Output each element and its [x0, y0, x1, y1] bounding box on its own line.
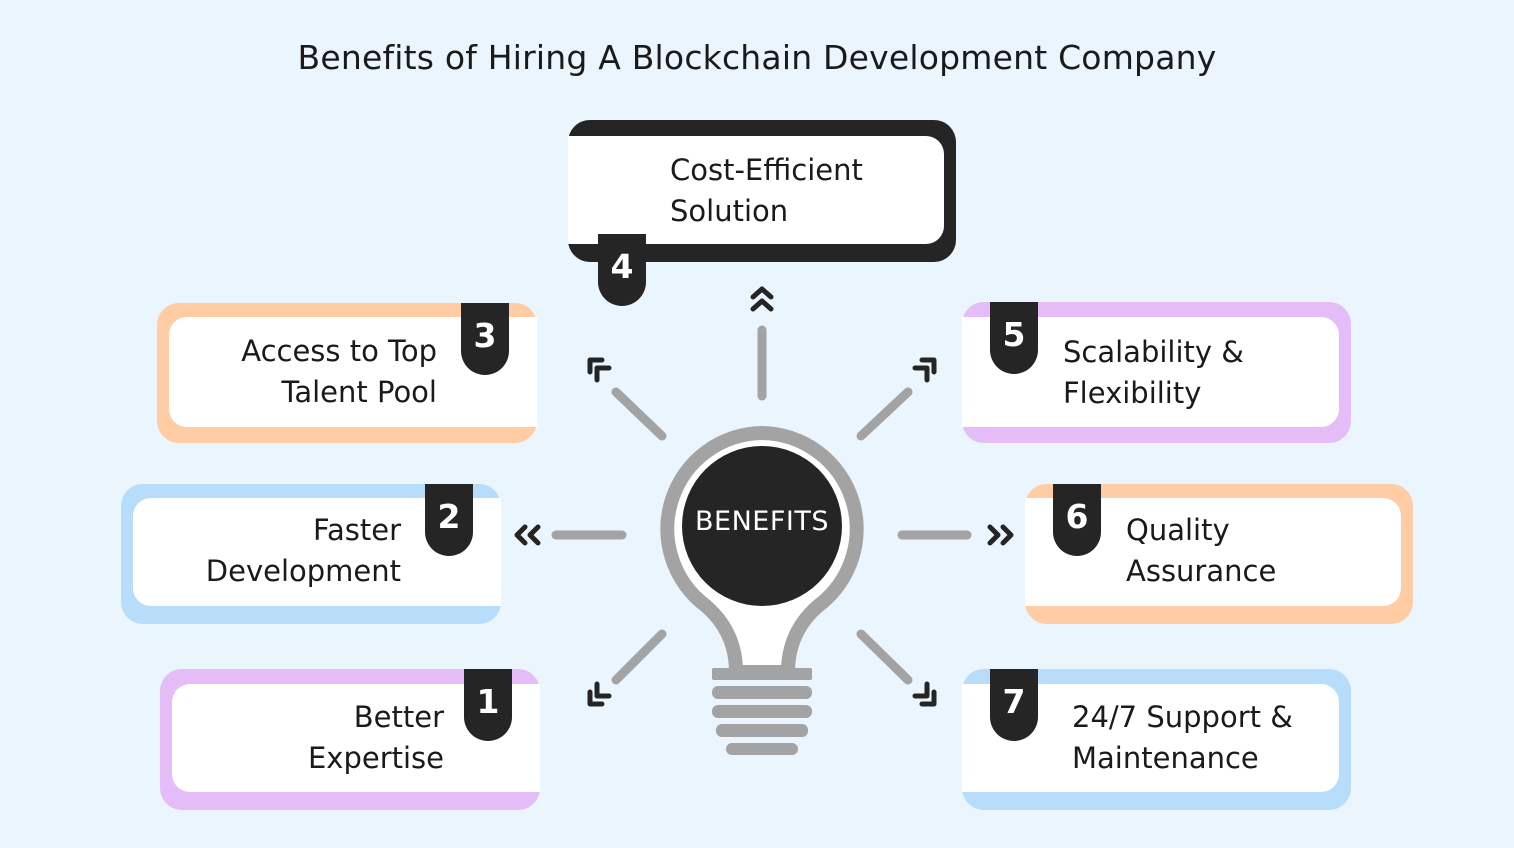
arrow-right-icon — [987, 524, 1014, 546]
benefit-label-7: 24/7 Support & Maintenance — [1072, 700, 1293, 775]
benefit-number-6: 6 — [1053, 484, 1101, 556]
arrow-left-icon — [514, 524, 541, 546]
benefit-label-1: Better Expertise — [307, 700, 444, 775]
center-label: BENEFITS — [695, 506, 829, 537]
center-circle — [682, 446, 842, 606]
benefit-label-6: Quality Assurance — [1126, 513, 1277, 588]
benefit-card-4: 4 Cost-Efficient Solution — [568, 120, 956, 306]
benefit-card-5: 5 Scalability & Flexibility — [962, 302, 1351, 443]
diagram-title: Benefits of Hiring A Blockchain Developm… — [297, 38, 1217, 77]
connector-up-right — [856, 387, 913, 441]
connector-up-left — [611, 387, 667, 441]
benefit-label-4: Cost-Efficient Solution — [670, 153, 863, 228]
connector-down-left — [611, 629, 667, 685]
arrow-up-icon — [750, 286, 774, 312]
arrow-down-right-icon — [912, 681, 937, 707]
benefit-number-4: 4 — [598, 234, 646, 306]
benefit-card-1: 1 Better Expertise — [160, 669, 540, 810]
benefit-card-2: 2 Faster Development — [121, 484, 501, 624]
arrow-up-right-icon — [912, 357, 937, 383]
benefit-label-3: Access to Top Talent Pool — [241, 334, 437, 409]
benefit-label-5: Scalability & Flexibility — [1063, 335, 1244, 410]
benefit-number-1: 1 — [464, 669, 512, 741]
benefit-card-3: 3 Access to Top Talent Pool — [157, 303, 537, 443]
benefit-number-3: 3 — [461, 303, 509, 375]
benefit-card-6: 6 Quality Assurance — [1025, 484, 1413, 624]
benefit-number-2: 2 — [425, 484, 473, 556]
connector-down-right — [856, 629, 913, 685]
benefit-label-2: Faster Development — [205, 513, 401, 588]
benefit-number-5: 5 — [990, 302, 1038, 374]
arrow-down-left-icon — [587, 681, 612, 707]
arrow-up-left-icon — [587, 357, 612, 383]
benefit-card-7: 7 24/7 Support & Maintenance — [962, 669, 1351, 810]
benefit-number-7: 7 — [990, 669, 1038, 741]
